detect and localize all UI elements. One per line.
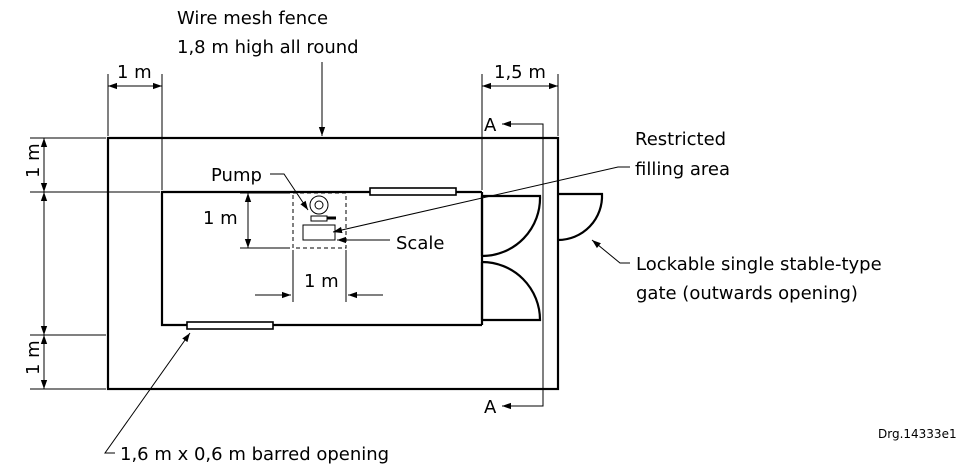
building-outline	[160, 190, 482, 327]
dim-right-label: 1,5 m	[494, 62, 546, 83]
fence-outline	[106, 136, 560, 391]
barred-opening-label: 1,6 m x 0,6 m barred opening	[120, 444, 389, 465]
pump-symbol-base	[310, 215, 328, 222]
gate-leader	[591, 239, 630, 264]
barred-opening-top	[369, 187, 457, 196]
scale-label: Scale	[396, 233, 444, 254]
fence-label-line1: Wire mesh fence	[177, 8, 328, 29]
scale-symbol	[302, 224, 336, 241]
section-line-a	[510, 123, 544, 407]
fence-gate-swing	[557, 192, 604, 242]
pump-symbol-inner	[314, 200, 324, 210]
barred-opening-leader	[104, 332, 191, 454]
dim-pump-h-label: 1 m	[304, 271, 339, 292]
restricted-label-line2: filling area	[635, 159, 730, 180]
dim-v-bottom-label: 1 m	[23, 340, 44, 375]
building-door-swing-lower	[481, 260, 542, 322]
restricted-label-line1: Restricted	[635, 129, 726, 150]
barred-opening-bottom	[186, 321, 274, 330]
building-door-swing-upper	[481, 194, 542, 258]
fence-label-line2: 1,8 m high all round	[177, 37, 359, 58]
drawing-number: Drg.14333e1	[878, 427, 957, 441]
restricted-filling-area	[292, 192, 347, 249]
dim-left-label: 1 m	[117, 62, 152, 83]
dim-pump-v-label: 1 m	[203, 208, 238, 229]
pump-symbol-outer	[309, 195, 329, 215]
gate-label-line2: gate (outwards opening)	[636, 283, 858, 304]
dim-v-top-label: 1 m	[23, 143, 44, 178]
gate-label-line1: Lockable single stable-type	[636, 254, 882, 275]
pump-leader	[270, 173, 309, 211]
restricted-leader	[332, 166, 630, 234]
pump-label: Pump	[211, 165, 262, 186]
section-label-bottom: A	[484, 397, 497, 418]
section-label-top: A	[484, 115, 497, 136]
